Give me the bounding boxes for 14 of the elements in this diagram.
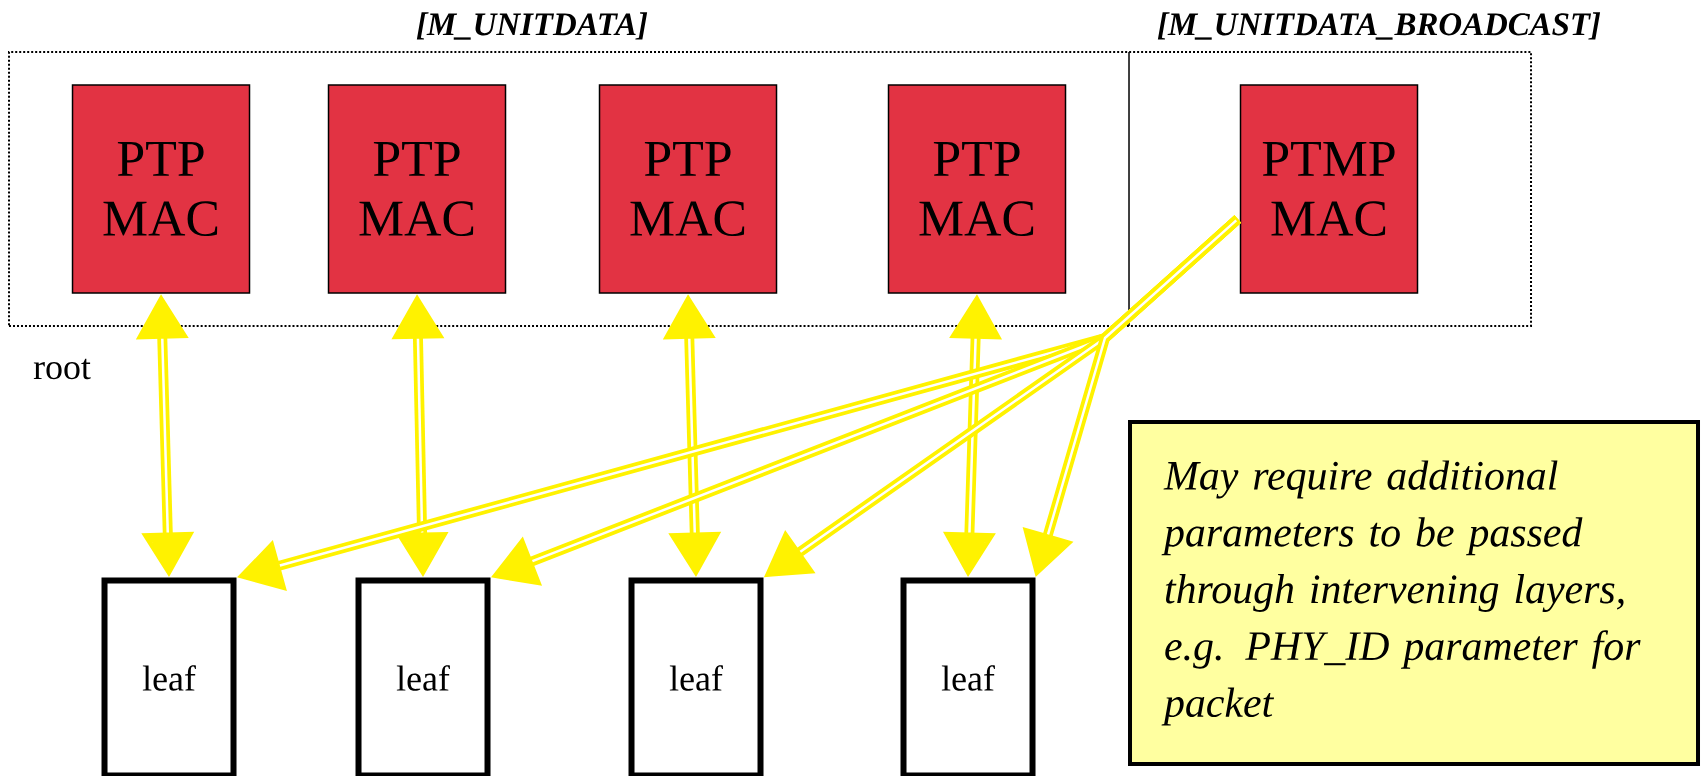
mac-box: PTP MAC — [327, 84, 507, 294]
dotted-frame — [8, 51, 1532, 327]
heading-label: [M_UNITDATA_BROADCAST] — [1157, 12, 1601, 40]
mac-box: PTMP MAC — [1239, 84, 1419, 294]
leaf-box: leaf — [900, 577, 1036, 776]
root-label: root — [33, 358, 91, 380]
heading-label: [M_UNITDATA] — [416, 12, 648, 40]
mac-box: PTP MAC — [71, 84, 251, 294]
leaf-box: leaf — [101, 577, 237, 776]
mac-box: PTP MAC — [887, 84, 1067, 294]
note-box: May require additional parameters to be passed through intervening layers, e.g. PHY_ID parameter for packet — [1128, 420, 1700, 766]
mac-box: PTP MAC — [598, 84, 778, 294]
leaf-box: leaf — [355, 577, 491, 776]
leaf-box: leaf — [628, 577, 764, 776]
